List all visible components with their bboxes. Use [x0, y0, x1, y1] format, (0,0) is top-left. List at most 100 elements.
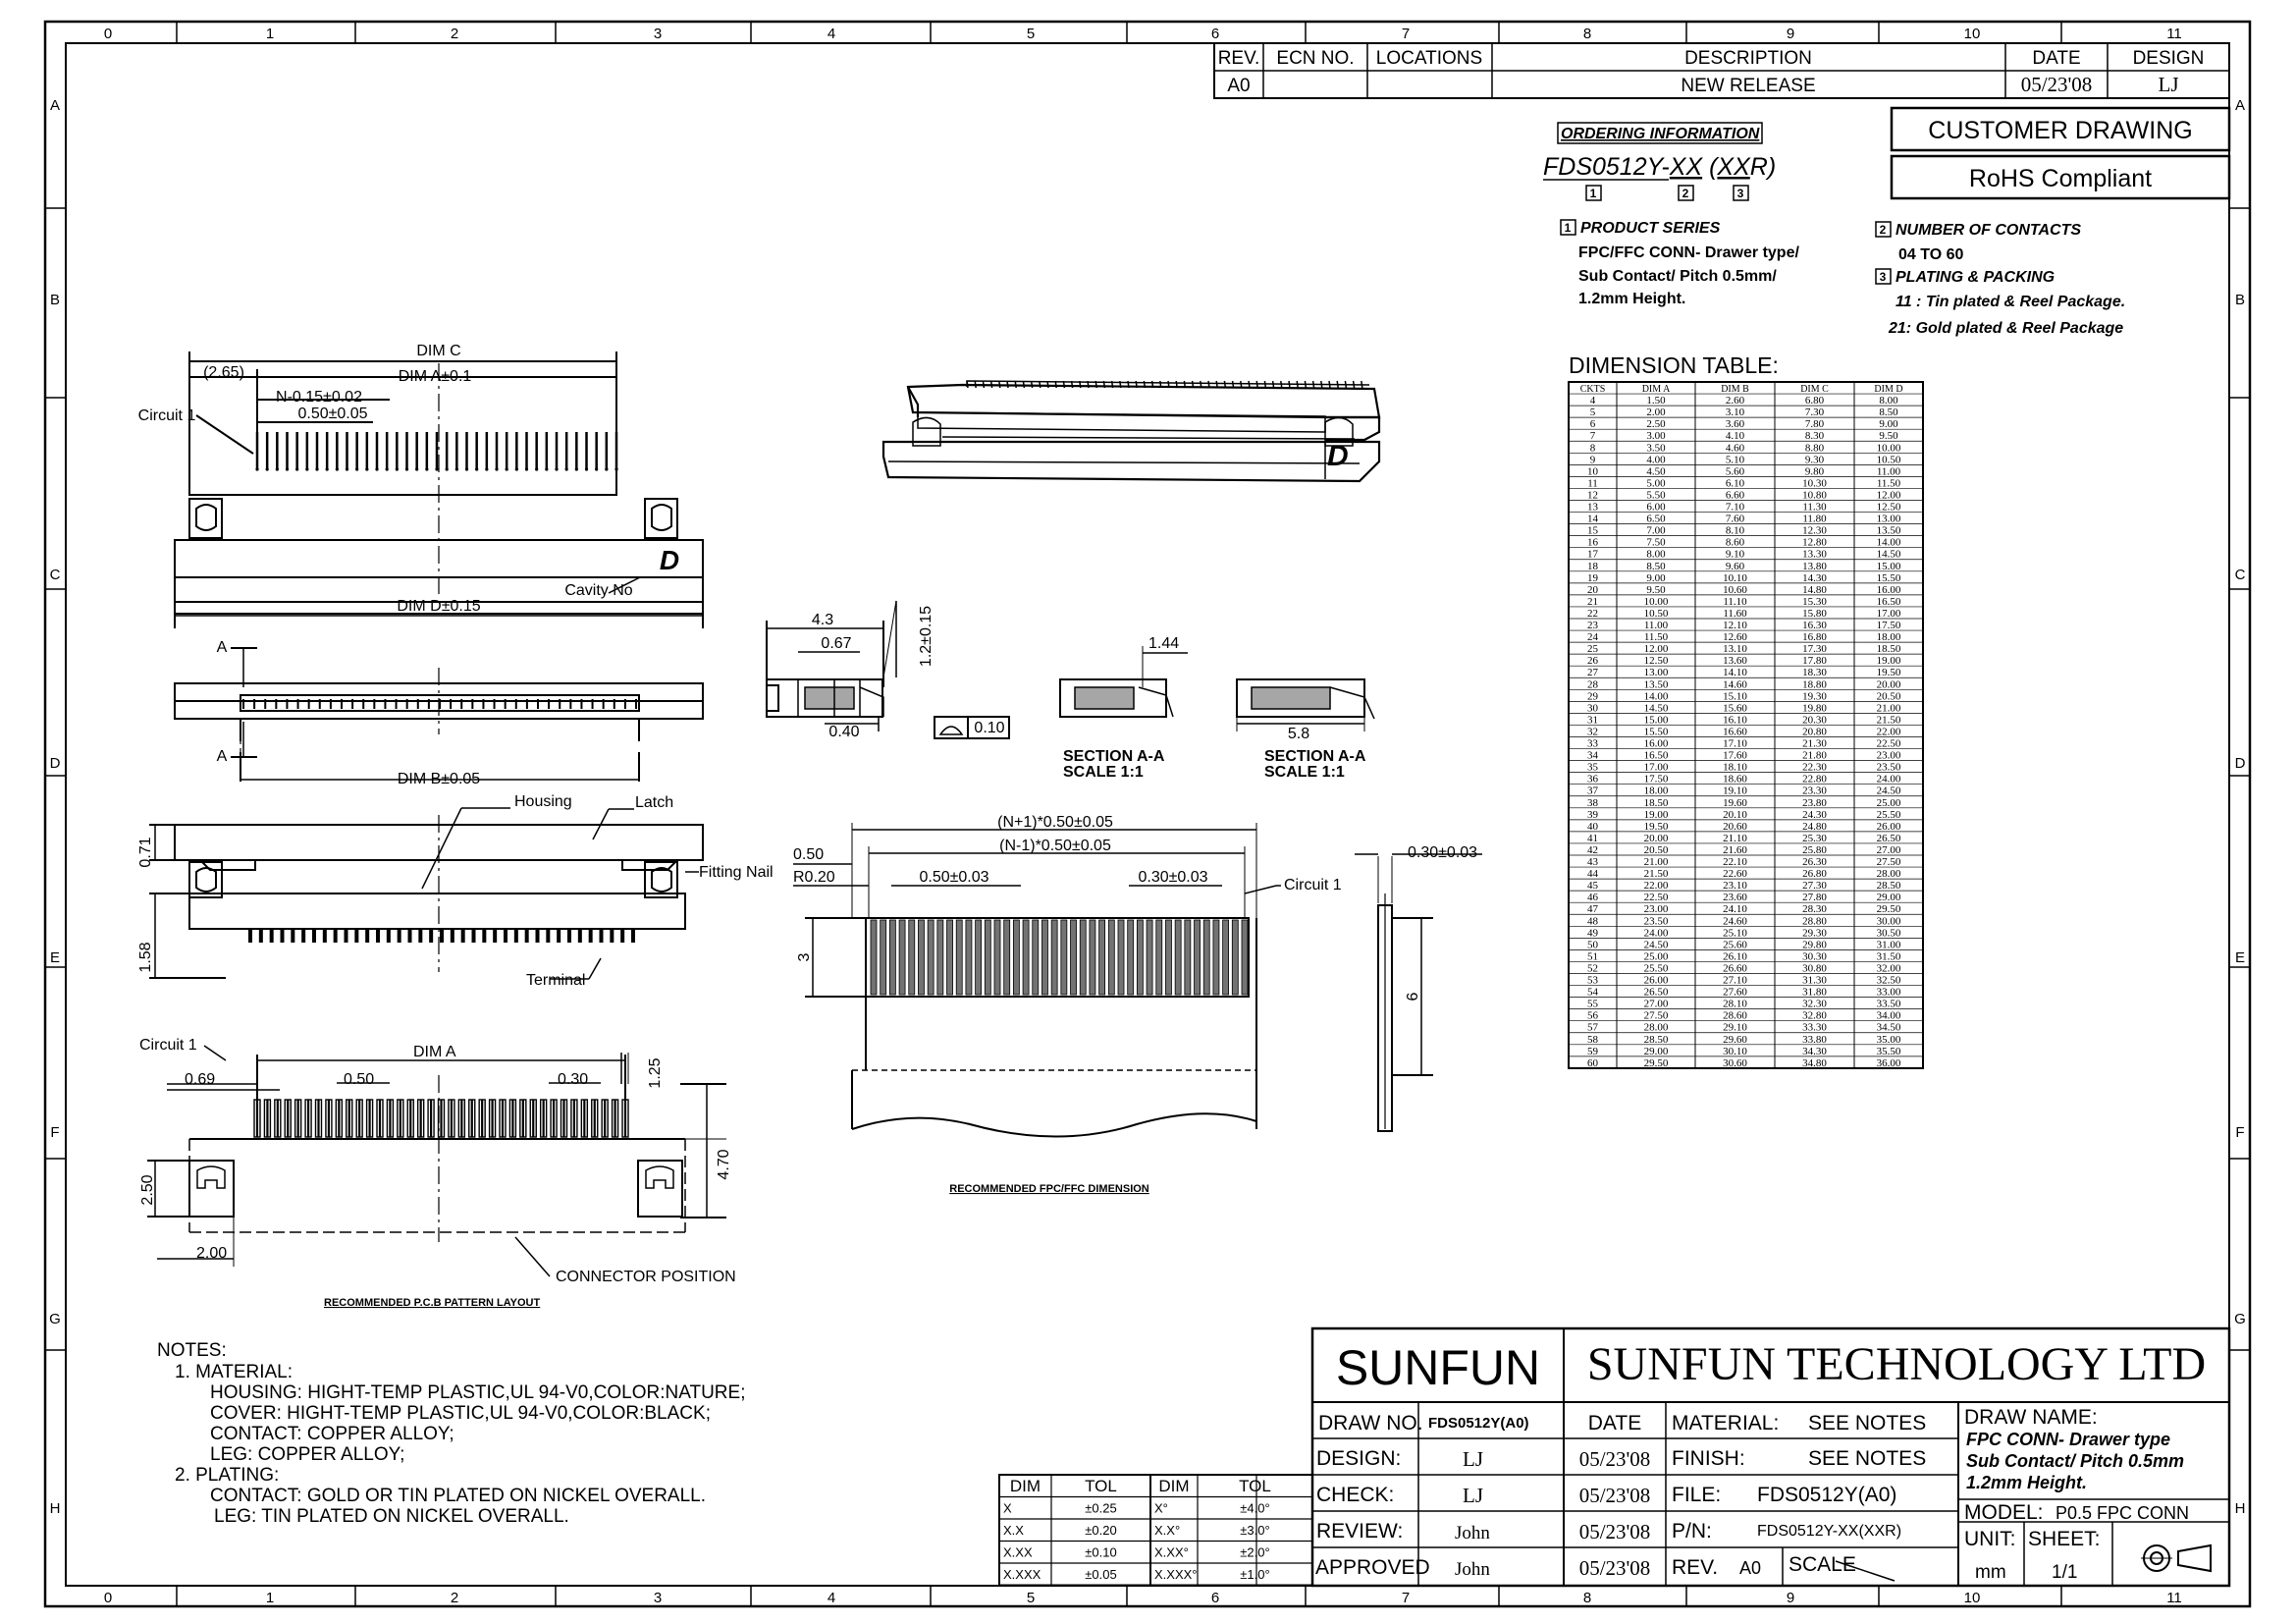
dim-table-cell: 23.50 [1644, 915, 1669, 927]
dim-table-header: DIM D [1874, 384, 1902, 395]
fpc-finger [965, 919, 973, 996]
ordering-title: ORDERING INFORMATION [1561, 126, 1760, 142]
tol-header: TOL [1085, 1477, 1117, 1495]
dim-table-cell: 15.50 [1877, 572, 1901, 584]
dim-table-cell: 5.10 [1726, 454, 1745, 465]
latch-label: Latch [635, 794, 673, 811]
dim-table-cell: 26.10 [1723, 950, 1747, 962]
tol-header: DIM [1158, 1477, 1189, 1495]
zone-col-bottom: 1 [266, 1590, 274, 1606]
dim-table-cell: 29.30 [1802, 927, 1827, 939]
dim-table-cell: 3.10 [1726, 406, 1745, 418]
dim-table-cell: 49 [1587, 927, 1599, 939]
dim-table-cell: 22.10 [1723, 856, 1747, 868]
fpc-030-label: 0.30±0.03 [1138, 869, 1207, 886]
dim-table-cell: 56 [1587, 1010, 1599, 1022]
connector-position-label: CONNECTOR POSITION [556, 1269, 736, 1285]
dim-12-label: 1.2±0.15 [918, 606, 934, 667]
terminal-leg [258, 929, 263, 943]
dim-table-cell: 9.00 [1879, 418, 1898, 430]
dim-table-cell: 30 [1587, 702, 1599, 714]
dim-table-cell: 8.10 [1726, 525, 1745, 537]
fpc-finger [908, 919, 916, 996]
dim-table-cell: 3.00 [1646, 430, 1666, 442]
dim-table-cell: 17.30 [1802, 643, 1827, 655]
fpc-finger [898, 919, 906, 996]
review-by: John [1455, 1523, 1490, 1543]
dim-table-cell: 11.00 [1644, 620, 1669, 631]
dim-table-cell: 19.10 [1723, 785, 1747, 797]
zone-row-left: E [50, 949, 60, 966]
dim-050-label: 0.50 [344, 1071, 374, 1088]
dim-table-cell: 8.60 [1726, 537, 1745, 549]
terminal-leg [493, 929, 498, 943]
tol-cell: ±1.0° [1240, 1567, 1269, 1582]
dim-table-cell: 4.60 [1726, 442, 1745, 454]
fpc-finger [1022, 919, 1030, 996]
company-name: SUNFUN TECHNOLOGY LTD [1587, 1338, 2206, 1390]
iso-contact [1087, 380, 1090, 389]
plating-line-2: 21: Gold plated & Reel Package [1888, 320, 2123, 337]
fpc-thk-label: 0.30±0.03 [1408, 844, 1477, 861]
dim-table-cell: 19.00 [1644, 809, 1669, 821]
dim-table-cell: 10.00 [1877, 442, 1901, 454]
dim-table-cell: 28.80 [1802, 915, 1827, 927]
iso-cavity-letter: D [1327, 440, 1349, 472]
dim-table-cell: 22.60 [1723, 868, 1747, 880]
dim-table-cell: 30.30 [1802, 950, 1827, 962]
dim-table-cell: 6.50 [1646, 514, 1666, 525]
dim-table-cell: 27.50 [1644, 1010, 1669, 1022]
circuit1-pcb-label: Circuit 1 [139, 1037, 197, 1054]
dim-table-cell: 27.00 [1644, 999, 1669, 1010]
revision-block: REV. ECN NO. LOCATIONS DESCRIPTION DATE … [1213, 42, 2230, 99]
dim-table-cell: 11.50 [1644, 631, 1669, 643]
side-view-labels: Housing Latch Fitting Nail Terminal 0.71… [137, 793, 774, 989]
dim-table-cell: 30.50 [1877, 927, 1901, 939]
dim-table-cell: 16.00 [1877, 584, 1901, 596]
dim-table-cell: 10.50 [1644, 608, 1669, 620]
note-line-8: LEG: TIN PLATED ON NICKEL OVERALL. [214, 1506, 569, 1527]
dim-table-cell: 20.50 [1877, 690, 1901, 702]
dim-table-cell: 8.00 [1646, 549, 1666, 561]
marker-1: 1 [1590, 187, 1597, 200]
tol-cell: ±4.0° [1240, 1501, 1269, 1516]
section-detail-labels: 4.3 0.67 1.2±0.15 0.40 0.10 [812, 606, 1005, 740]
dim-table-cell: 8.50 [1879, 406, 1898, 418]
note-line-6: 2. PLATING: [175, 1465, 279, 1486]
dim-table-cell: 12 [1587, 489, 1598, 501]
dim-table-cell: 24.60 [1723, 915, 1747, 927]
terminal-leg [620, 929, 625, 943]
fpc-finger [946, 919, 953, 996]
dim-table-cell: 20.60 [1723, 821, 1747, 833]
dim-table-cell: 15.80 [1802, 608, 1827, 620]
fpc-finger [1174, 919, 1182, 996]
dim-table-cell: 43 [1587, 856, 1599, 868]
unit-label: UNIT: [1964, 1528, 2016, 1550]
top-view-labels: DIM C DIM A±0.1 (2.65) N-0.15±0.02 0.50±… [138, 343, 679, 615]
zone-col-top: 9 [1787, 26, 1794, 42]
dim-table-cell: 20.00 [1877, 678, 1901, 690]
unit-value: mm [1975, 1562, 2006, 1583]
dim-table-cell: 30.10 [1723, 1046, 1747, 1057]
dim-c-label: DIM C [416, 343, 460, 359]
dim-table-cell: 34.80 [1802, 1057, 1827, 1069]
dim-table-cell: 23.80 [1802, 797, 1827, 809]
sunfun-logo: SUNFUN [1336, 1340, 1540, 1395]
dim-table-cell: 22.80 [1802, 774, 1827, 785]
projection-cone-icon [2177, 1543, 2212, 1573]
fpc-finger [993, 919, 1001, 996]
iso-contact [1054, 380, 1057, 389]
fpc-finger [1003, 919, 1011, 996]
iso-contact [998, 380, 1001, 389]
dim-table-cell: 19 [1587, 572, 1599, 584]
zone-col-top: 4 [828, 26, 835, 42]
file-value: FDS0512Y(A0) [1757, 1484, 1896, 1506]
dim-table-cell: 11.80 [1802, 514, 1827, 525]
approved-label: APPROVED [1315, 1556, 1430, 1579]
dim-table-cell: 28.50 [1644, 1034, 1669, 1046]
terminal-leg [418, 929, 423, 943]
dim-table-cell: 17.80 [1802, 655, 1827, 667]
iso-contact [1248, 380, 1251, 389]
